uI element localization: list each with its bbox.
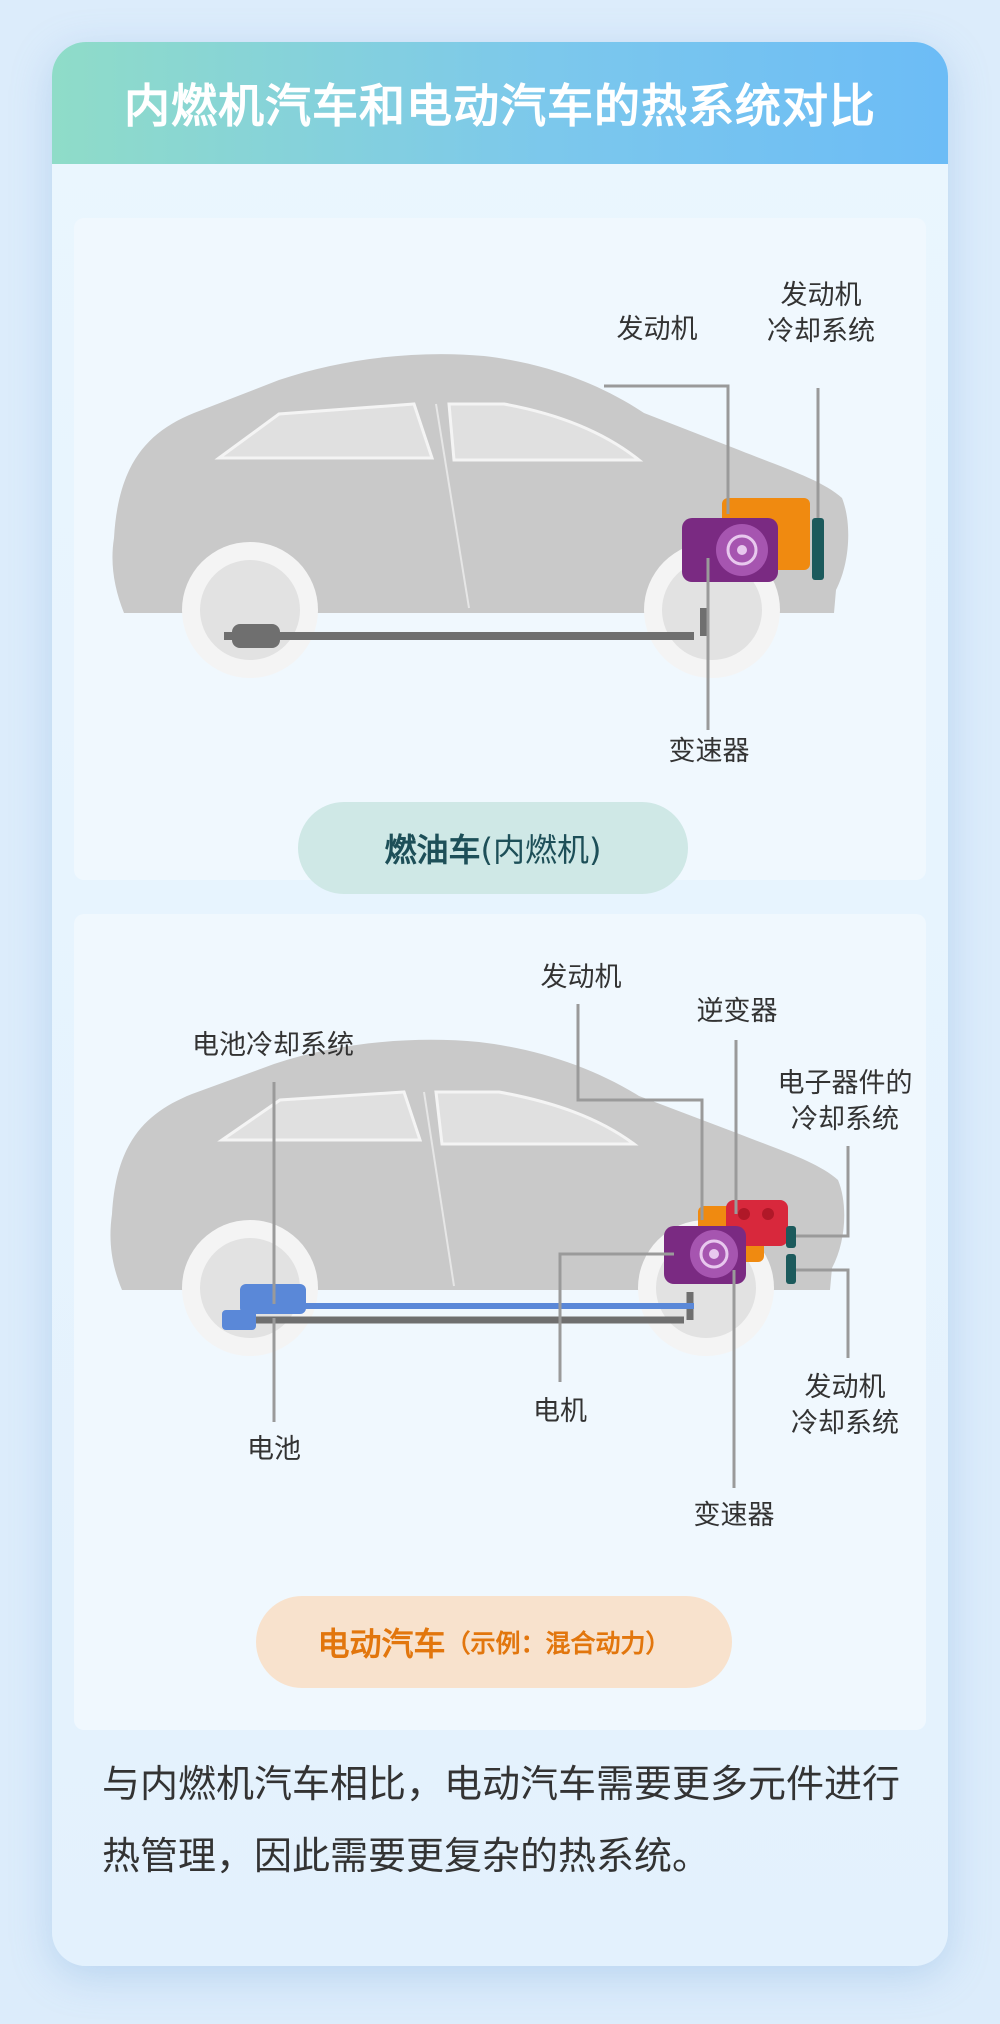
summary-text: 与内燃机汽车相比，电动汽车需要更多元件进行热管理，因此需要更复杂的热系统。: [102, 1762, 901, 1878]
ice-rear-window: [214, 402, 435, 460]
ice-engine-cooling-label-1: 发动机: [780, 280, 862, 311]
title-bar: 内燃机汽车和电动汽车的热系统对比: [52, 42, 948, 164]
ev-electronics-radiator: [786, 1226, 796, 1248]
ev-engine-cooling-label-2: 冷却系统: [791, 1408, 899, 1439]
ev-engine-leader: [576, 1004, 704, 1220]
ice-radiator: [812, 518, 824, 580]
ice-front-window: [447, 402, 644, 462]
ev-front-window: [434, 1090, 639, 1146]
ev-pill-main: 电动汽车: [317, 1625, 446, 1663]
page-title: 内燃机汽车和电动汽车的热系统对比: [124, 79, 876, 133]
ev-inverter-label: 逆变器: [696, 996, 778, 1027]
ev-engine-cooling-leader: [796, 1268, 850, 1358]
ev-car-panel: 电池冷却系统 发动机 逆变器 电子器件的 冷却系统 发动机 冷却系统 电机 电池…: [74, 914, 926, 1730]
ev-electronics-cooling-label-1: 电子器件的: [777, 1068, 913, 1099]
ev-engine-label: 发动机: [540, 962, 622, 993]
ev-battery-cooling-label: 电池冷却系统: [192, 1030, 354, 1061]
ice-car-pill: 燃油车(内燃机): [298, 802, 688, 894]
ev-motor-leader: [558, 1252, 674, 1382]
ice-transmission-label: 变速器: [668, 736, 750, 767]
ice-car-diagram: [112, 354, 849, 730]
ev-door-line: [423, 1091, 455, 1287]
ice-muffler: [232, 624, 280, 648]
ev-rear-window: [217, 1090, 423, 1142]
ev-electronics-cooling-label-2: 冷却系统: [791, 1104, 899, 1135]
ice-engine-cooling-label-2: 冷却系统: [767, 316, 875, 347]
infographic-card: 内燃机汽车和电动汽车的热系统对比: [52, 42, 948, 1966]
ev-car-diagram: [110, 1004, 850, 1488]
ev-car-pill: 电动汽车（示例：混合动力）: [256, 1596, 732, 1688]
ev-battery-pack: [222, 1310, 256, 1330]
ice-car-panel: 发动机 发动机 冷却系统 变速器 燃油车(内燃机): [74, 218, 926, 894]
ev-engine-radiator: [786, 1254, 796, 1284]
ice-pill-sub: (内燃机): [480, 831, 602, 869]
ev-transmission-label: 变速器: [693, 1500, 775, 1531]
ev-pill-sub: （示例：混合动力）: [445, 1629, 671, 1658]
ev-battery-label: 电池: [247, 1434, 301, 1465]
ice-engine-label: 发动机: [616, 314, 698, 345]
ev-engine-cooling-label-1: 发动机: [804, 1372, 886, 1403]
ev-motor-label: 电机: [533, 1396, 587, 1427]
ice-engine-leader: [604, 384, 730, 514]
ice-door-line: [435, 403, 470, 609]
ev-electronics-cooling-leader: [796, 1146, 850, 1238]
ice-pill-main: 燃油车: [384, 831, 481, 869]
